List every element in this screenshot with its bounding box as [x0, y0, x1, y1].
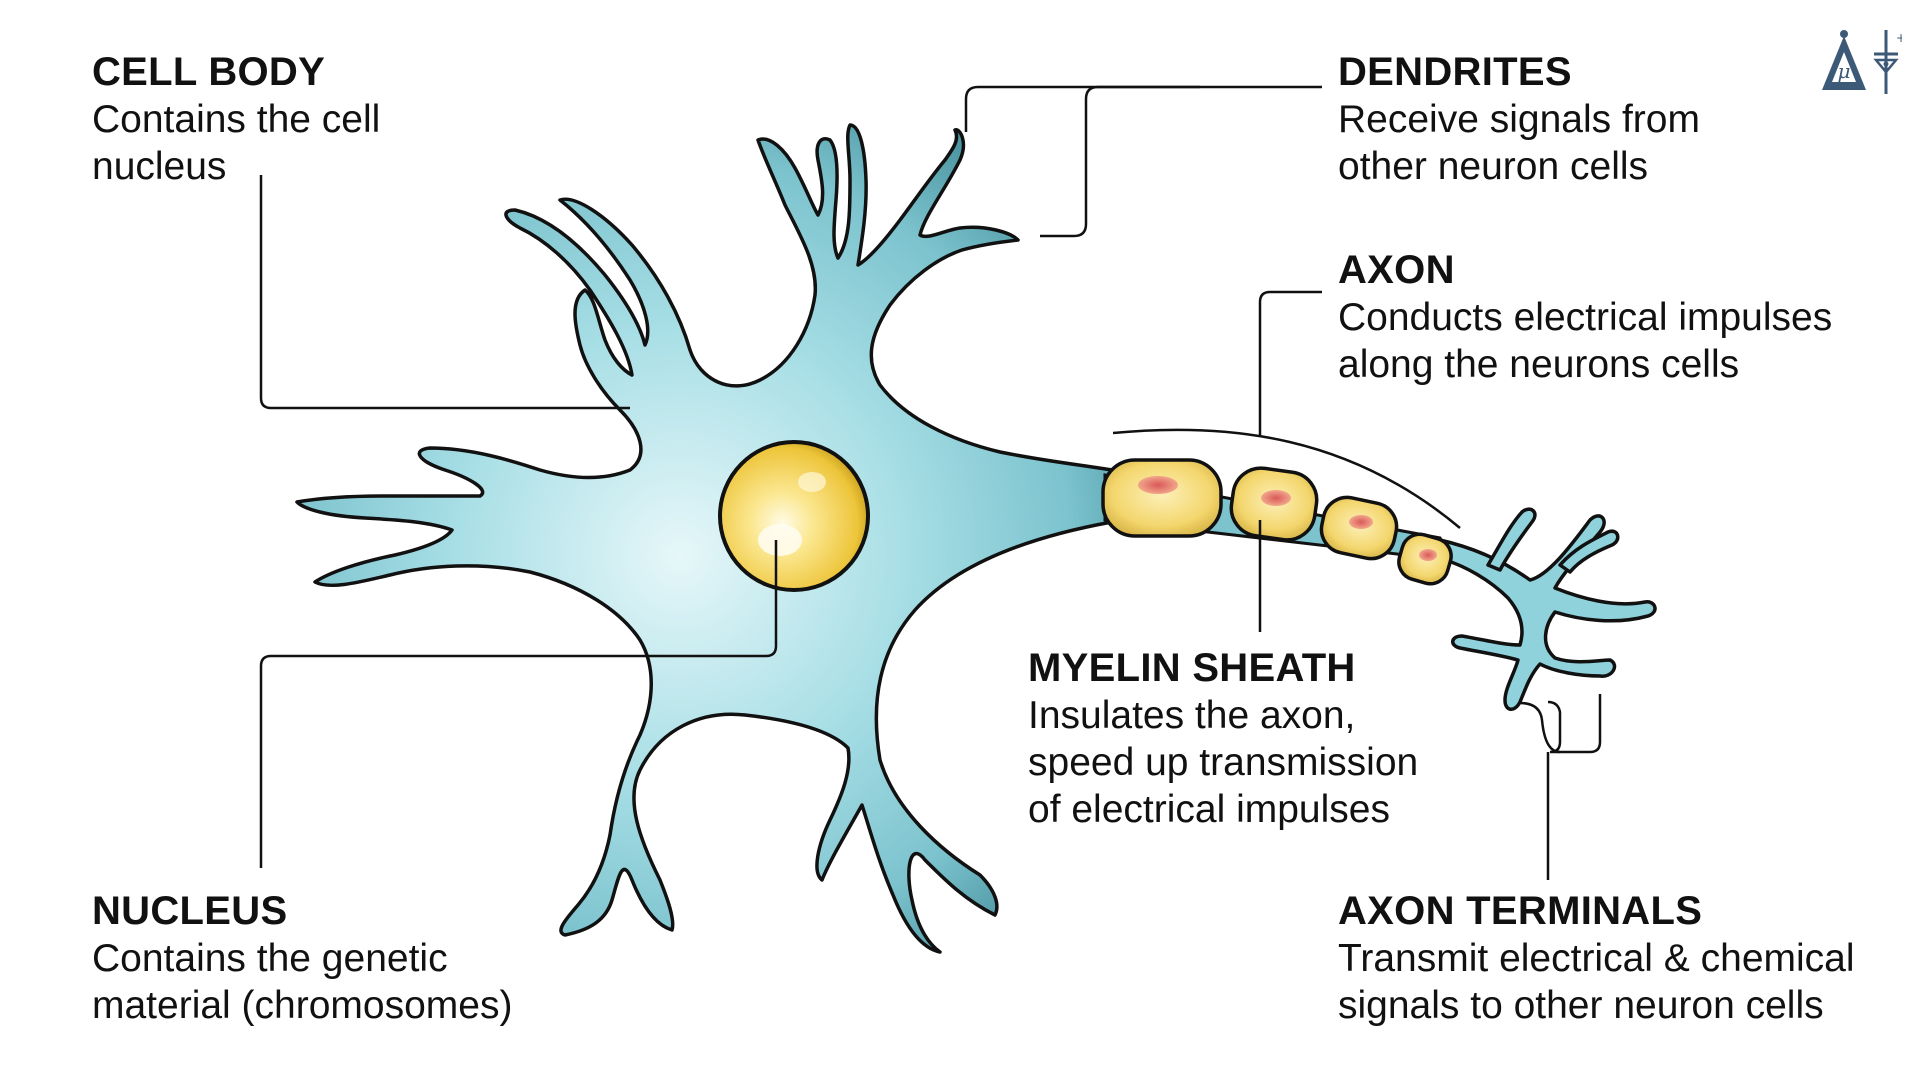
- nucleus-shape: [718, 440, 870, 592]
- axon-desc-line1: Conducts electrical impulses: [1338, 296, 1833, 339]
- nucleus-desc-line1: Contains the genetic: [92, 937, 448, 980]
- axon-terminals-title: AXON TERMINALS: [1338, 889, 1703, 933]
- axon-arc: [1112, 428, 1461, 529]
- axon-desc-line2: along the neurons cells: [1338, 343, 1740, 386]
- leader-lines: [259, 85, 1602, 880]
- myelin-sheath-label: MYELIN SHEATH Insulates the axon, speed …: [1028, 644, 1418, 833]
- dendrite-logo-icon: μ +: [1822, 30, 1902, 94]
- axon-terminals-desc-line1: Transmit electrical & chemical: [1338, 937, 1855, 980]
- myelin-sheath-desc-line2: speed up transmission: [1028, 741, 1419, 784]
- myelin-sheath-shape: [1101, 458, 1453, 586]
- dendrites-title: DENDRITES: [1338, 50, 1572, 94]
- cell-body-desc-line2: nucleus: [92, 145, 227, 188]
- cell-body-label: CELL BODY Contains the cell nucleus: [92, 48, 380, 190]
- dendrites-leader: [964, 85, 1322, 132]
- nucleus-label: NUCLEUS Contains the genetic material (c…: [92, 887, 512, 1029]
- svg-text:+: +: [1896, 31, 1902, 45]
- myelin-sheath-title: MYELIN SHEATH: [1028, 646, 1356, 690]
- nucleus-title: NUCLEUS: [92, 889, 288, 933]
- nucleus-desc-line2: material (chromosomes): [92, 984, 513, 1027]
- axon-terminals-label: AXON TERMINALS Transmit electrical & che…: [1338, 887, 1855, 1029]
- cell-body-desc-line1: Contains the cell: [92, 98, 381, 141]
- cell-body-shape: [295, 123, 1114, 954]
- dendrites-desc-line1: Receive signals from: [1338, 98, 1700, 141]
- cell-body-leader: [259, 175, 630, 410]
- axon-terminals-desc-line2: signals to other neuron cells: [1338, 984, 1824, 1027]
- svg-text:μ: μ: [1838, 59, 1851, 83]
- axon-terminals-leader-2: [1519, 694, 1602, 754]
- dendrites-leader-2: [1040, 85, 1200, 238]
- axon-leader: [1258, 290, 1322, 436]
- dendrites-label: DENDRITES Receive signals from other neu…: [1338, 48, 1700, 190]
- axon-terminals-leader: [1547, 700, 1562, 754]
- axon-terminals-shape: [1438, 507, 1657, 711]
- myelin-sheath-desc-line3: of electrical impulses: [1028, 788, 1390, 831]
- cell-body-title: CELL BODY: [92, 50, 326, 94]
- myelin-sheath-desc-line1: Insulates the axon,: [1028, 694, 1356, 737]
- dendrites-desc-line2: other neuron cells: [1338, 145, 1649, 188]
- nucleus-leader: [259, 540, 778, 868]
- axon-title: AXON: [1338, 248, 1455, 292]
- axon-label: AXON Conducts electrical impulses along …: [1338, 246, 1832, 388]
